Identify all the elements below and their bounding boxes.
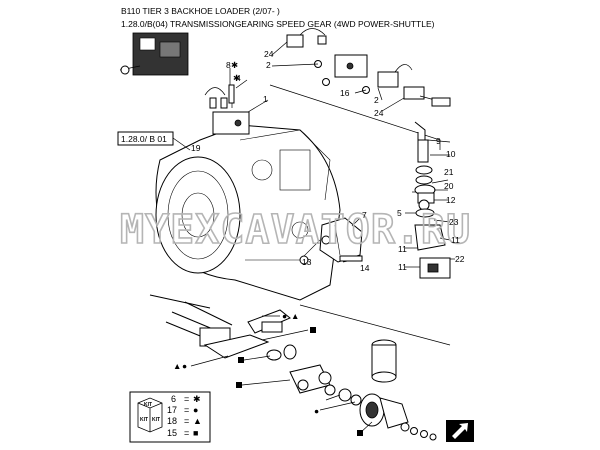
marker-dot-left: ●: [182, 361, 187, 371]
callout-21: 21: [444, 167, 454, 177]
mounting-bracket: [299, 217, 363, 265]
callout-11-c: 11: [398, 262, 407, 272]
legend-number-2: 18: [167, 416, 177, 426]
callout-numbers: 24 2 8 4 1 16 2 24 9 10 19 21 20 12 5 23…: [191, 49, 465, 273]
reference-label: 1.28.0/ B 01: [121, 134, 167, 144]
callout-5: 5: [397, 208, 402, 218]
marker-triangle-left: ▲: [173, 361, 181, 371]
next-page-arrow-icon[interactable]: [446, 420, 474, 442]
callout-1: 1: [263, 94, 268, 104]
transmission-thumbnail: [119, 32, 189, 76]
callout-16: 16: [340, 88, 350, 98]
marker-star-8: ✱: [231, 60, 238, 70]
callout-8: 8: [226, 60, 231, 70]
marker-square-left: [236, 382, 242, 388]
callout-2-upper: 2: [266, 60, 271, 70]
callout-10: 10: [446, 149, 456, 159]
shift-fork-shafts: [149, 294, 297, 361]
legend-symbol-2: ▲: [193, 416, 202, 426]
svg-text:=: =: [184, 428, 189, 438]
callout-14: 14: [360, 263, 370, 273]
page-subtitle: 1.28.0/B(04) TRANSMISSIONGEARING SPEED G…: [121, 19, 435, 29]
callout-9: 9: [436, 136, 441, 146]
callout-11-a: 11: [451, 235, 460, 245]
legend-symbol-3: ■: [193, 428, 198, 438]
svg-text:=: =: [184, 405, 189, 415]
solenoid-valve-right: [286, 28, 451, 107]
legend-number-3: 15: [167, 428, 177, 438]
symbol-markers: ✱ ✱ ● ▲ ▲ ● ●: [173, 60, 363, 436]
marker-triangle-upper: ▲: [291, 311, 299, 321]
marker-square-upper: [310, 327, 316, 333]
marker-dot-lower: ●: [314, 406, 319, 416]
callout-23: 23: [449, 217, 459, 227]
callout-24-right: 24: [374, 108, 384, 118]
solenoid-valve-left: [204, 84, 250, 135]
gear-cluster: [289, 304, 451, 441]
page-title: B110 TIER 3 BACKHOE LOADER (2/07- ): [121, 6, 280, 16]
marker-dot-upper: ●: [282, 311, 287, 321]
legend-symbol-1: ●: [193, 405, 198, 415]
leader-lines-lower: [190, 315, 373, 434]
legend-symbol-0: ✱: [193, 394, 201, 404]
kit-label-side-left: KIT: [140, 417, 148, 423]
kit-legend: KIT KIT KIT 6 = ✱ 17 = ● 18 = ▲ 15 = ■: [129, 391, 211, 443]
callout-2-right: 2: [374, 95, 379, 105]
callout-13: 13: [302, 257, 312, 267]
svg-text:=: =: [184, 416, 189, 426]
watermark: MYEXCAVATOR.RU: [120, 207, 471, 253]
kit-label: KIT: [144, 402, 152, 408]
section-reference: 1.28.0/ B 01: [117, 131, 191, 151]
marker-square-lower: [357, 430, 363, 436]
leader-lines-upper: [229, 41, 441, 150]
callout-4: 4: [236, 73, 241, 83]
kit-label-side-right: KIT: [152, 417, 160, 423]
legend-number-0: 6: [171, 394, 176, 404]
selector-linkage: [405, 121, 455, 279]
svg-text:=: =: [184, 394, 189, 404]
callout-24-upper: 24: [264, 49, 274, 59]
callout-7: 7: [362, 210, 367, 220]
callout-22: 22: [455, 254, 465, 264]
marker-square-mid: [238, 357, 244, 363]
legend-number-1: 17: [167, 405, 177, 415]
callout-12: 12: [446, 195, 456, 205]
transmission-housing: [155, 124, 341, 301]
callout-11-b: 11: [398, 244, 407, 254]
callout-19: 19: [191, 143, 201, 153]
marker-star-4: ✱: [233, 73, 240, 83]
kit-box-icon: KIT KIT KIT: [137, 397, 163, 433]
callout-20: 20: [444, 181, 454, 191]
